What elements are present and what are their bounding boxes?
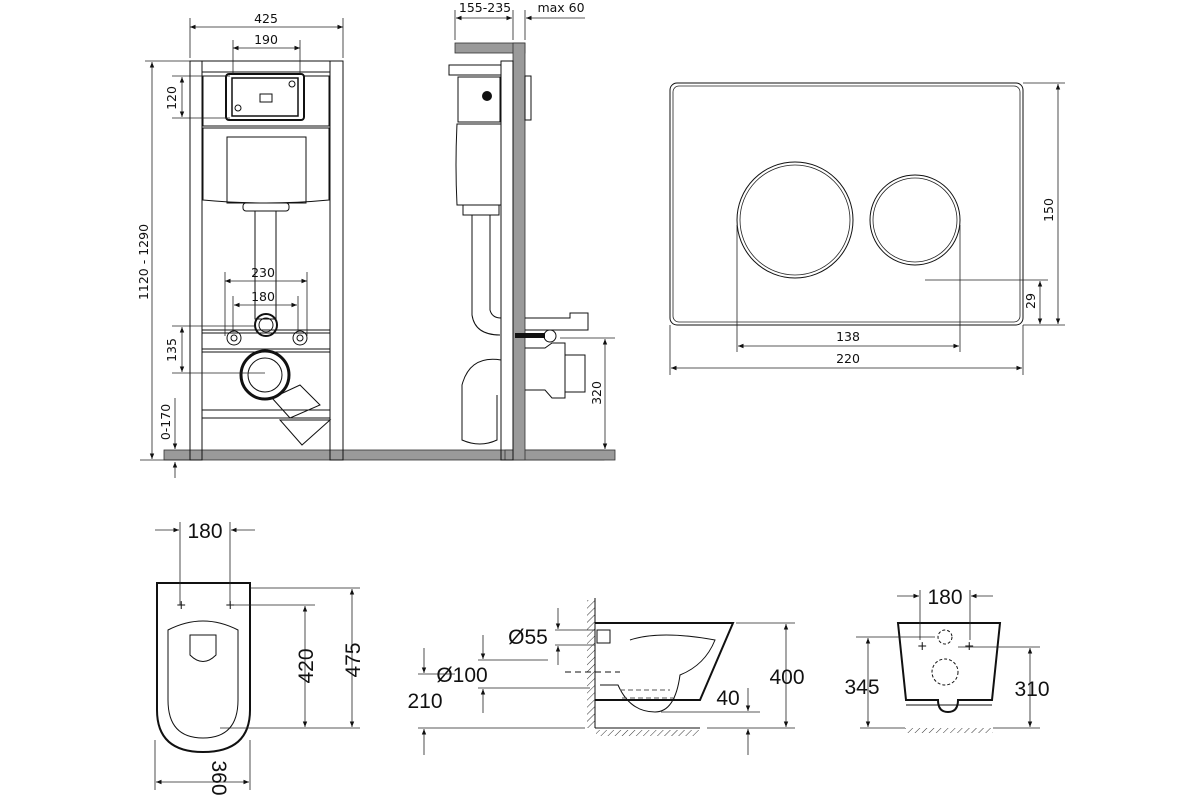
dim-water-depth: 40: [716, 687, 739, 710]
flush-plate: [669, 82, 1024, 326]
flush-pipe: [254, 210, 277, 320]
frame-side-view: 155-235 max 60 320: [448, 0, 616, 461]
dim-plate-height-150: 150: [1041, 198, 1056, 222]
bowl-side-view: Ø55 Ø100 210 400 40: [407, 598, 805, 755]
bowl-side-outline: [595, 622, 735, 701]
flush-plate-view: 150 29 138 220: [669, 82, 1065, 375]
bolt-left: [226, 330, 242, 346]
svg-text:+: +: [964, 638, 974, 653]
frame-right-post: [329, 60, 344, 461]
cistern: [202, 127, 330, 204]
dim-inlet-diameter: Ø55: [508, 626, 548, 649]
bolt-right: [292, 330, 308, 346]
flush-button-large: [736, 161, 854, 279]
bowl-back-outline: [896, 622, 1002, 714]
drain-outlet: [239, 349, 291, 401]
bowl-back-view: + + 180 345 310: [844, 586, 1050, 733]
dim-outlet-diameter: Ø100: [436, 664, 487, 687]
dim-bolt-inner: 180: [251, 289, 275, 304]
dim-drain-height: 320: [589, 381, 604, 405]
frame-side-post: [500, 60, 514, 461]
dim-plate-height: 120: [164, 86, 179, 110]
svg-text:+: +: [176, 597, 186, 612]
bowl-top-view: ++ 180 420 475 360: [154, 520, 365, 796]
dim-bowl-height: 400: [769, 666, 804, 689]
dim-plate-width-220: 220: [836, 351, 860, 366]
wall-section: [512, 42, 526, 461]
dim-bolt-outer: 230: [251, 265, 275, 280]
dim-back-inner-height: 310: [1014, 678, 1049, 701]
dim-frame-width: 425: [254, 11, 278, 26]
dim-wall-max: max 60: [537, 0, 584, 15]
dim-frame-height: 1120 - 1290: [136, 224, 151, 300]
side-actuator: [457, 76, 501, 123]
dim-outlet-height: 210: [407, 690, 442, 713]
svg-text:+: +: [917, 638, 927, 653]
dim-bowl-length: 475: [342, 642, 365, 677]
actuator-box: [225, 73, 305, 121]
bowl-outline: [156, 582, 251, 754]
frame-left-post: [189, 60, 203, 461]
dim-bolt-spacing-top: 180: [187, 520, 222, 543]
flush-button-small: [869, 174, 961, 266]
dim-drain-offset: 135: [164, 338, 179, 362]
dim-bolt-spacing-back: 180: [927, 586, 962, 609]
dim-back-outer-height: 345: [844, 676, 879, 699]
dim-plate-width: 190: [254, 32, 278, 47]
dim-button-offset: 29: [1023, 293, 1038, 309]
flush-outlet: [254, 313, 278, 337]
dim-frame-depth: 155-235: [459, 0, 511, 15]
side-cistern: [455, 123, 502, 206]
dim-button-span: 138: [836, 329, 860, 344]
dim-leg-adjust: 0-170: [158, 404, 173, 440]
frame-front-view: 425 190 120 1120 - 1290 230 180 135 0-17…: [136, 11, 605, 478]
dim-inner-length: 420: [295, 648, 318, 683]
dim-bowl-width: 360: [207, 760, 230, 795]
